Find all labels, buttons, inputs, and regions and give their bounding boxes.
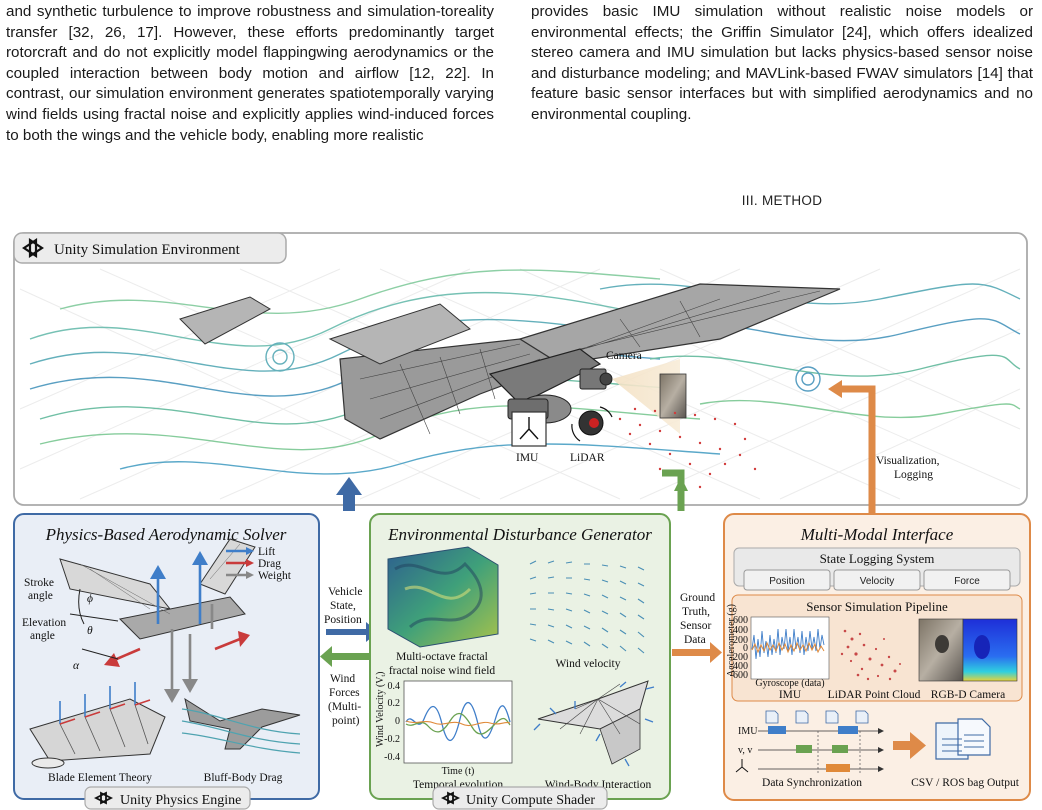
svg-text:-0.2: -0.2 (384, 734, 400, 745)
svg-text:CSV / ROS bag Output: CSV / ROS bag Output (911, 777, 1020, 789)
svg-text:Position: Position (324, 614, 362, 626)
svg-text:0.4: 0.4 (388, 681, 401, 692)
section-heading: III. METHOD (531, 193, 1033, 208)
svg-text:point): point) (332, 715, 360, 727)
svg-text:Vehicle: Vehicle (328, 586, 362, 598)
svg-text:Accelerometer (g): Accelerometer (g) (726, 604, 737, 677)
svg-text:(Multi-: (Multi- (328, 701, 361, 713)
svg-text:Time (t): Time (t) (442, 766, 475, 777)
svg-text:Visualization,: Visualization, (876, 455, 940, 467)
svg-text:ϕ: ϕ (87, 593, 93, 605)
svg-text:Truth,: Truth, (682, 606, 710, 618)
svg-text:State,: State, (330, 600, 356, 612)
blade-element-label: Blade Element Theory (48, 772, 152, 784)
left-paragraph: and synthetic turbulence to improve robu… (6, 2, 494, 146)
svg-text:LiDAR Point Cloud: LiDAR Point Cloud (828, 689, 921, 701)
interface-panel: Multi-Modal Interface State Logging Syst… (724, 514, 1030, 800)
fractal-noise-cube: Multi-octave fractal fractal noise wind … (388, 547, 498, 677)
imu-sensor-label: IMU (779, 689, 802, 701)
svg-text:Elevation: Elevation (22, 617, 66, 629)
right-paragraph: provides basic IMU simulation without re… (531, 2, 1033, 126)
svg-text:Data Synchronization: Data Synchronization (762, 777, 862, 789)
left-text-column: and synthetic turbulence to improve robu… (6, 2, 494, 146)
imu-label: IMU (516, 452, 539, 464)
svg-text:Wind Velocity (Vt): Wind Velocity (Vt) (375, 671, 387, 747)
svg-text:Weight: Weight (258, 570, 292, 582)
svg-text:Sensor: Sensor (680, 620, 711, 632)
svg-text:angle: angle (30, 630, 55, 642)
svg-text:Drag: Drag (258, 558, 281, 570)
bluff-body-label: Bluff-Body Drag (204, 772, 283, 784)
svg-text:Logging: Logging (894, 469, 933, 481)
state-logging-title: State Logging System (820, 551, 935, 566)
sensor-pipeline-title: Sensor Simulation Pipeline (806, 599, 948, 614)
svg-text:α: α (73, 660, 80, 672)
svg-text:Wind velocity: Wind velocity (555, 658, 620, 670)
interface-panel-title: Multi-Modal Interface (800, 525, 954, 544)
unity-physics-engine-label: Unity Physics Engine (120, 793, 241, 808)
svg-text:θ: θ (87, 625, 93, 637)
lidar-label: LiDAR (570, 452, 605, 464)
system-overview-figure: Camera IMU LiDAR Unity S (0, 229, 1042, 810)
svg-text:Force: Force (954, 576, 980, 587)
svg-text:Position: Position (769, 576, 805, 587)
rgbd-camera-view: RGB-D Camera (919, 619, 1017, 701)
svg-text:fractal noise wind field: fractal noise wind field (389, 665, 496, 677)
svg-text:Multi-octave fractal: Multi-octave fractal (396, 651, 488, 663)
wind-forces-arrow: Wind Forces (Multi- point) (320, 646, 372, 727)
svg-text:Forces: Forces (329, 687, 360, 699)
svg-text:Gyroscope (data): Gyroscope (data) (755, 678, 824, 689)
right-text-column: provides basic IMU simulation without re… (531, 2, 1033, 126)
svg-text:Wind: Wind (330, 673, 355, 685)
svg-text:Stroke: Stroke (24, 577, 54, 589)
svg-text:angle: angle (28, 590, 53, 602)
svg-text:v, v: v, v (738, 745, 752, 756)
unity-compute-shader-label: Unity Compute Shader (466, 793, 595, 808)
camera-label: Camera (606, 350, 642, 362)
svg-text:0.2: 0.2 (388, 698, 401, 709)
svg-text:IMU: IMU (738, 726, 758, 737)
svg-text:Lift: Lift (258, 546, 276, 558)
physics-panel: Physics-Based Aerodynamic Solver Lift Dr… (14, 514, 319, 809)
svg-text:Ground: Ground (680, 592, 715, 604)
svg-text:Data: Data (684, 634, 706, 646)
svg-text:RGB-D Camera: RGB-D Camera (931, 689, 1005, 701)
environment-panel: Environmental Disturbance Generator Mult… (370, 514, 670, 809)
svg-text:-0.4: -0.4 (384, 752, 400, 763)
svg-text:Velocity: Velocity (860, 576, 894, 587)
physics-panel-title: Physics-Based Aerodynamic Solver (45, 525, 287, 544)
top-panel-title: Unity Simulation Environment (54, 242, 241, 258)
svg-text:0: 0 (395, 716, 400, 727)
environment-panel-title: Environmental Disturbance Generator (387, 525, 652, 544)
